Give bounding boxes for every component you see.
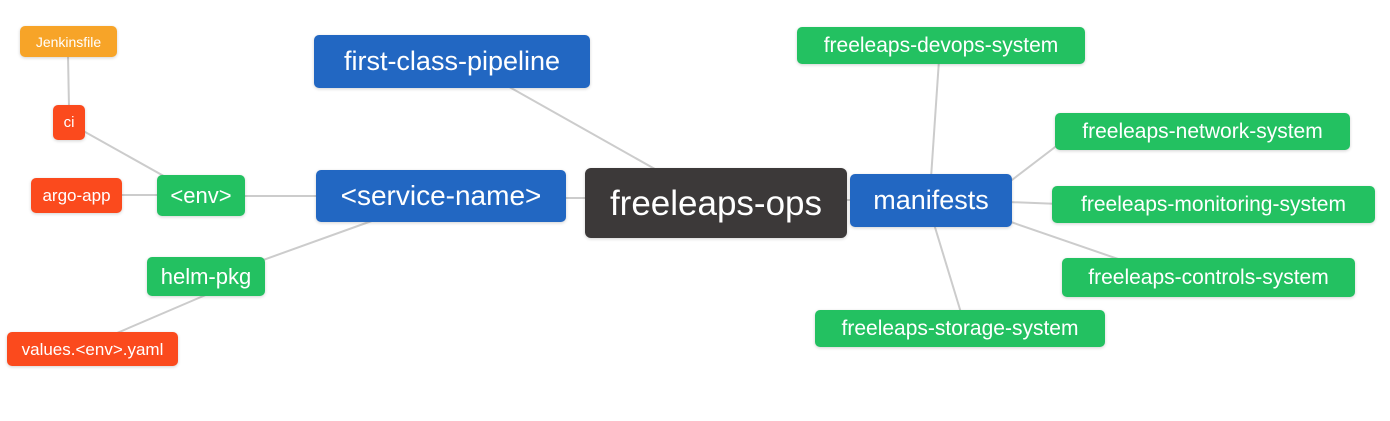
edge-manifests-storage bbox=[933, 223, 963, 317]
edge-manifests-devops bbox=[930, 59, 940, 179]
node-freeleaps-controls-system[interactable]: freeleaps-controls-system bbox=[1062, 258, 1355, 297]
node-freeleaps-ops-root[interactable]: freeleaps-ops bbox=[585, 168, 847, 238]
edge-pipeline-root bbox=[503, 83, 663, 174]
edge-jenkinsfile-ci bbox=[67, 54, 70, 109]
node-values-env-yaml[interactable]: values.<env>.yaml bbox=[7, 332, 178, 366]
edge-values-yaml-helm-pkg bbox=[109, 290, 216, 337]
node-env[interactable]: <env> bbox=[157, 175, 245, 216]
node-helm-pkg[interactable]: helm-pkg bbox=[147, 257, 265, 296]
edge-helm-pkg-service-name bbox=[251, 217, 381, 265]
node-argo-app[interactable]: argo-app bbox=[31, 178, 122, 213]
node-freeleaps-network-system[interactable]: freeleaps-network-system bbox=[1055, 113, 1350, 150]
node-manifests[interactable]: manifests bbox=[850, 174, 1012, 227]
node-freeleaps-devops-system[interactable]: freeleaps-devops-system bbox=[797, 27, 1085, 64]
node-ci[interactable]: ci bbox=[53, 105, 85, 140]
node-jenkinsfile[interactable]: Jenkinsfile bbox=[20, 26, 117, 57]
node-first-class-pipeline[interactable]: first-class-pipeline bbox=[314, 35, 590, 88]
node-freeleaps-monitoring-system[interactable]: freeleaps-monitoring-system bbox=[1052, 186, 1375, 223]
node-freeleaps-storage-system[interactable]: freeleaps-storage-system bbox=[815, 310, 1105, 347]
edge-ci-env bbox=[77, 127, 179, 185]
node-service-name[interactable]: <service-name> bbox=[316, 170, 566, 222]
edge-manifests-monitoring bbox=[1007, 201, 1061, 205]
